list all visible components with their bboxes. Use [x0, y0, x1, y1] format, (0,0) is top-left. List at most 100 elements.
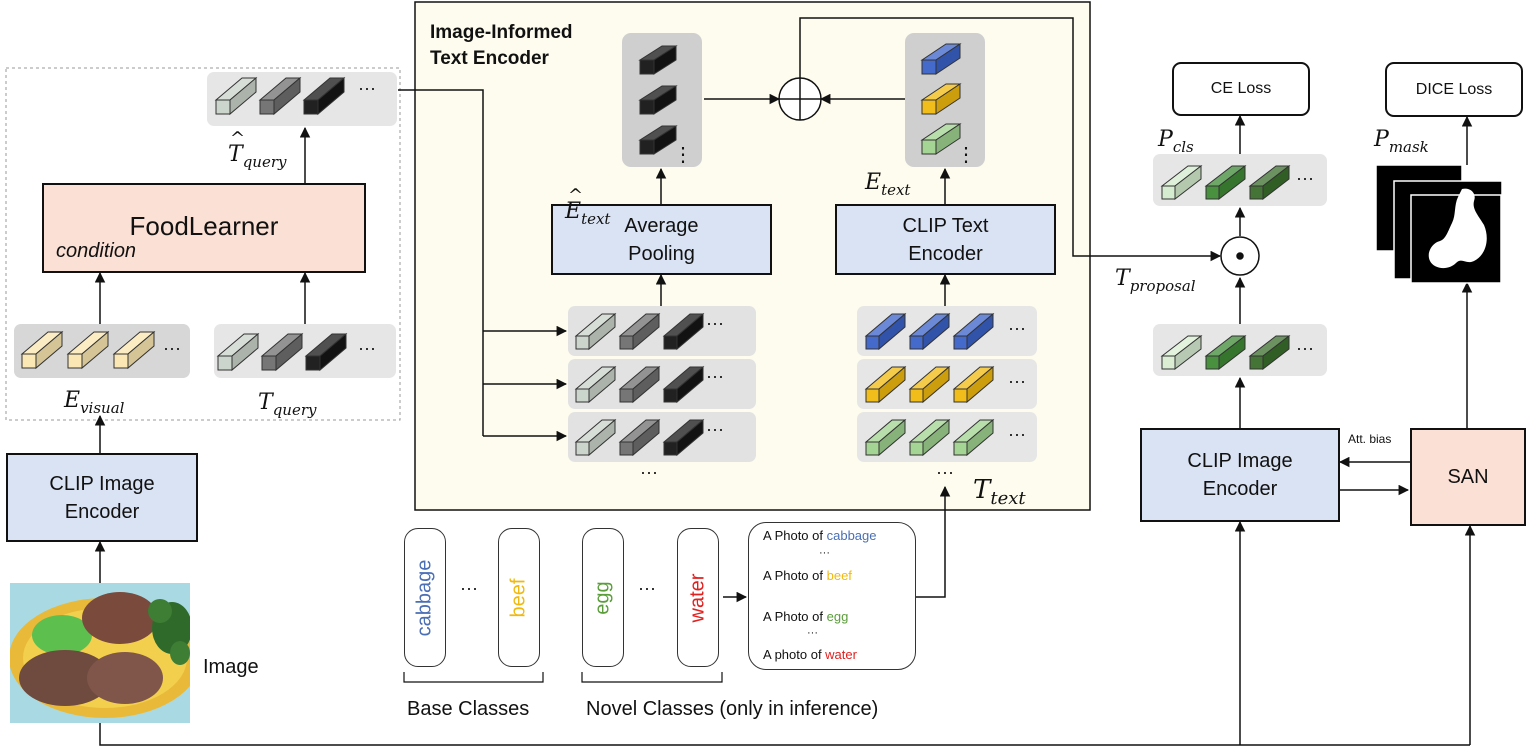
- pooling-row-3-cube-2-front: [619, 441, 634, 456]
- pooling-more-dots: ···: [640, 462, 658, 482]
- base-classes-caption: Base Classes: [407, 698, 530, 720]
- t-text-row-2-cube-3-front: [953, 388, 968, 403]
- t-text-row-3-cube-2-front: [909, 441, 924, 456]
- foodlearner-box: FoodLearner condition: [42, 183, 366, 273]
- beef-piece-1: [82, 592, 158, 644]
- e-visual-cube-3-front: [113, 353, 129, 369]
- t-query-hat-cube-3-front: [303, 99, 319, 115]
- e-visual-cube-1-front: [21, 353, 37, 369]
- t-text-row-1-dots: ···: [1008, 318, 1026, 338]
- image-feature-cube-2-front: [1205, 355, 1220, 370]
- prompt-dots-2: ···: [807, 627, 818, 639]
- p-cls-cube-2-front: [1205, 185, 1220, 200]
- cabbage-blob: [32, 615, 92, 655]
- pooling-row-2-dots: ···: [706, 366, 724, 386]
- foodlearner-dashed-frame: [5, 67, 401, 421]
- pooling-row-1-cube-2-front: [619, 335, 634, 350]
- t-query-cube-1-front: [217, 355, 233, 371]
- e-text-hat-accent: ^: [568, 185, 584, 206]
- t-text-row-3-cube-3-front: [953, 441, 968, 456]
- e-text-hat-label: ^ Etext: [565, 185, 611, 228]
- san-box: SAN: [1410, 428, 1526, 526]
- t-query-hat-accent: ^: [230, 128, 246, 149]
- t-query-hat-cube-1-front: [215, 99, 231, 115]
- novel-classes-dots: ···: [638, 578, 656, 598]
- p-cls-cube-3-front: [1249, 185, 1264, 200]
- beef-piece-2: [19, 650, 111, 706]
- broccoli-2: [148, 599, 172, 623]
- class-cabbage: cabbage: [413, 559, 436, 636]
- pooling-row-1-dots: ···: [706, 313, 724, 333]
- dice-loss-box: DICE Loss: [1385, 62, 1523, 117]
- food-image: [10, 583, 190, 723]
- t-query-cube-3-front: [305, 355, 321, 371]
- t-text-row-2-cube-2-front: [909, 388, 924, 403]
- line-sum-to-dot-product: [799, 17, 1222, 262]
- t-text-row-3-cube-1-front: [865, 441, 880, 456]
- class-water: water: [686, 573, 709, 622]
- foodlearner-label: FoodLearner: [129, 211, 279, 241]
- e-text-hat-cube-2-front: [639, 99, 655, 115]
- p-cls-dots: ···: [1296, 168, 1314, 188]
- class-brackets: [403, 672, 723, 683]
- t-query-label: Tquery: [258, 390, 317, 419]
- e-visual-cube-2-front: [67, 353, 83, 369]
- pooling-row-3-dots: ···: [706, 419, 724, 439]
- t-text-row-1-cube-1-front: [865, 335, 880, 350]
- p-mask-label: Pmask: [1374, 127, 1429, 156]
- prompt-water: A photo of water: [763, 647, 857, 662]
- t-text-row-3-dots: ···: [1008, 424, 1026, 444]
- average-pooling-box: Average Pooling: [551, 204, 772, 275]
- t-text-label: Ttext: [973, 475, 1026, 509]
- class-beef: beef: [507, 578, 530, 617]
- e-text-cube-1-front: [921, 59, 937, 75]
- line-t-query-hat-to-pooling-inputs: [398, 89, 484, 436]
- prompt-beef: A Photo of beef: [763, 568, 852, 583]
- class-pill-water: water: [677, 528, 719, 667]
- pooling-row-2-cube-3-front: [663, 388, 678, 403]
- p-mask-stack: [1375, 165, 1503, 284]
- clip-image-encoder-right: CLIP Image Encoder: [1140, 428, 1340, 522]
- p-cls-cube-1-front: [1161, 185, 1176, 200]
- line-image-to-right-branch: [99, 723, 1470, 746]
- base-classes-dots: ···: [460, 578, 478, 598]
- t-query-cube-2-front: [261, 355, 277, 371]
- att-bias-label: Att. bias: [1348, 432, 1392, 446]
- pooling-row-2-cube-1-front: [575, 388, 590, 403]
- pooling-row-1-cube-1-front: [575, 335, 590, 350]
- class-pill-egg: egg: [582, 528, 624, 667]
- e-text-cube-3-front: [921, 139, 937, 155]
- e-text-hat-cube-3-front: [639, 139, 655, 155]
- p-cls-label: Pcls: [1158, 127, 1194, 156]
- class-pill-cabbage: cabbage: [404, 528, 446, 667]
- ce-loss-box: CE Loss: [1172, 62, 1310, 116]
- e-visual-dots: ···: [163, 338, 181, 358]
- mask-shape: [1428, 188, 1487, 269]
- e-text-cube-2-front: [921, 99, 937, 115]
- prompt-dots-1: ···: [819, 547, 830, 559]
- e-text-hat-cube-1-front: [639, 59, 655, 75]
- text-encoder-panel-title: Image-Informed Text Encoder: [430, 22, 573, 69]
- t-text-row-1-cube-3-front: [953, 335, 968, 350]
- broccoli-3: [170, 641, 190, 665]
- prompt-cabbage: A Photo of cabbage: [763, 528, 877, 543]
- prompt-egg: A Photo of egg: [763, 609, 849, 624]
- t-query-hat-cube-2-front: [259, 99, 275, 115]
- t-text-row-2-cube-1-front: [865, 388, 880, 403]
- e-text-vdots: ⋮: [956, 144, 976, 166]
- t-query-hat-label: ^ Tquery: [228, 128, 287, 171]
- novel-classes-bracket: [581, 672, 723, 683]
- clip-image-encoder-left: CLIP Image Encoder: [6, 453, 198, 542]
- t-query-hat-dots: ···: [358, 78, 376, 98]
- t-query-strip: [214, 324, 396, 378]
- clip-text-encoder-box: CLIP Text Encoder: [835, 204, 1056, 275]
- pooling-row-2-cube-2-front: [619, 388, 634, 403]
- arrow-prompts-to-t-text: [916, 485, 951, 598]
- condition-label: condition: [56, 240, 137, 262]
- t-query-dots: ···: [358, 338, 376, 358]
- e-text-hat-vdots: ⋮: [673, 144, 693, 166]
- class-pill-beef: beef: [498, 528, 540, 667]
- image-feature-dots: ···: [1296, 338, 1314, 358]
